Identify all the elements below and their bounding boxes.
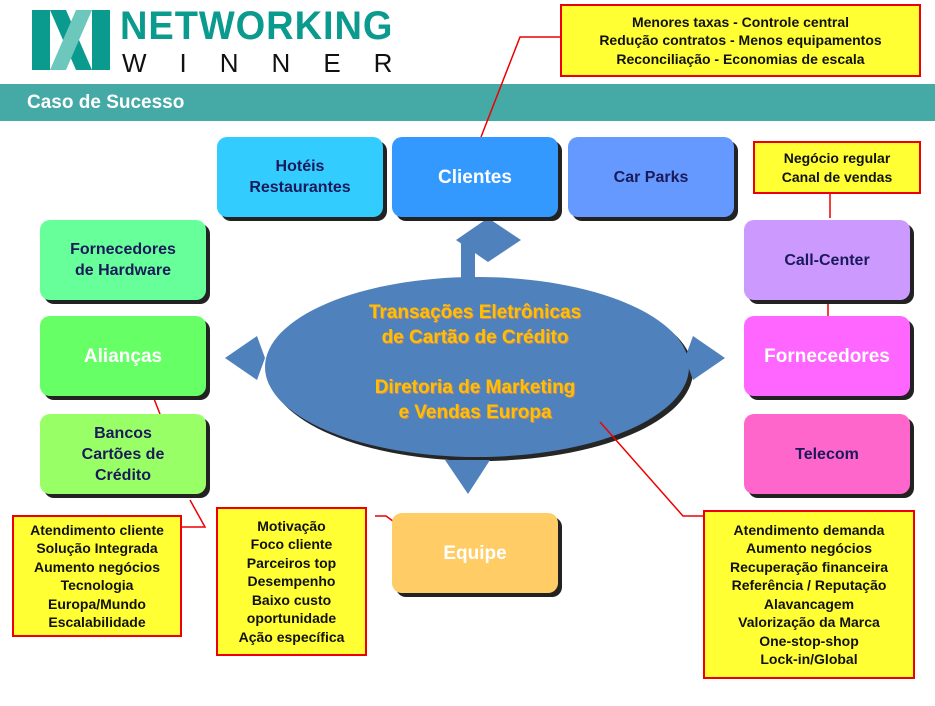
arrow-right-head bbox=[685, 336, 725, 380]
note-line: Ação específica bbox=[238, 628, 345, 645]
note-line: Lock-in/Global bbox=[760, 651, 858, 667]
note-line: Referência / Reputação bbox=[731, 577, 887, 593]
node-clientes: Clientes bbox=[392, 137, 558, 217]
note-line: Escalabilidade bbox=[48, 614, 146, 630]
header-bar: Caso de Sucesso bbox=[0, 84, 935, 121]
node-aliancas: Alianças bbox=[40, 316, 206, 396]
arrow-down-head bbox=[445, 460, 490, 494]
logo-subtext: WINNER bbox=[122, 48, 426, 78]
node-bancos: Bancos Cartões de Crédito bbox=[40, 414, 206, 494]
node-call-center: Call-Center bbox=[744, 220, 910, 300]
logo-text: NETWORKING bbox=[120, 4, 394, 48]
node-car-parks: Car Parks bbox=[568, 137, 734, 217]
center-line: de Cartão de Crédito bbox=[381, 327, 569, 348]
note-line: Atendimento cliente bbox=[30, 521, 164, 538]
arrow-up-head bbox=[456, 218, 521, 262]
note-line: Aumento negócios bbox=[745, 540, 872, 556]
center-line: e Vendas Europa bbox=[398, 402, 552, 423]
note-line: Atendimento demanda bbox=[733, 521, 885, 538]
note-line: Tecnologia bbox=[60, 577, 134, 593]
note-line: Menores taxas - Controle central bbox=[631, 13, 850, 30]
node-hoteis: Hotéis Restaurantes bbox=[217, 137, 383, 217]
note-line: oportunidade bbox=[246, 610, 337, 627]
note-line: Desempenho bbox=[247, 573, 336, 590]
node-equipe: Equipe bbox=[392, 513, 558, 593]
node-fornecedores: Fornecedores bbox=[744, 316, 910, 396]
center-line: Transações Eletrônicas bbox=[368, 302, 582, 323]
logo-icon bbox=[32, 10, 110, 70]
note-line: Parceiros top bbox=[246, 554, 337, 571]
arrow-left-head bbox=[225, 336, 265, 380]
center-line: Diretoria de Marketing bbox=[374, 377, 576, 398]
note-line: Baixo custo bbox=[251, 591, 332, 608]
note-line: Negócio regular bbox=[783, 150, 891, 166]
note-line: Solução Integrada bbox=[36, 540, 158, 556]
note-line: Recuperação financeira bbox=[730, 558, 888, 575]
node-telecom: Telecom bbox=[744, 414, 910, 494]
note-line: Foco cliente bbox=[250, 536, 333, 553]
node-hardware: Fornecedores de Hardware bbox=[40, 220, 206, 300]
note-line: Redução contratos - Menos equipamentos bbox=[599, 32, 882, 49]
note-line: Reconciliação - Economias de escala bbox=[616, 50, 865, 67]
note-line: Canal de vendas bbox=[781, 168, 893, 185]
note-line: Alavancagem bbox=[763, 595, 855, 612]
note-line: Valorização da Marca bbox=[738, 614, 880, 630]
note-line: Europa/Mundo bbox=[48, 595, 146, 612]
center-text: Transações Eletrônicas de Cartão de Créd… bbox=[300, 300, 650, 425]
page-title: Caso de Sucesso bbox=[27, 92, 185, 113]
note-line: Motivação bbox=[257, 517, 326, 534]
connector-lines bbox=[144, 36, 831, 536]
central-ellipse bbox=[225, 218, 725, 494]
note-line: One-stop-shop bbox=[759, 632, 859, 649]
note-line: Aumento negócios bbox=[33, 558, 160, 575]
